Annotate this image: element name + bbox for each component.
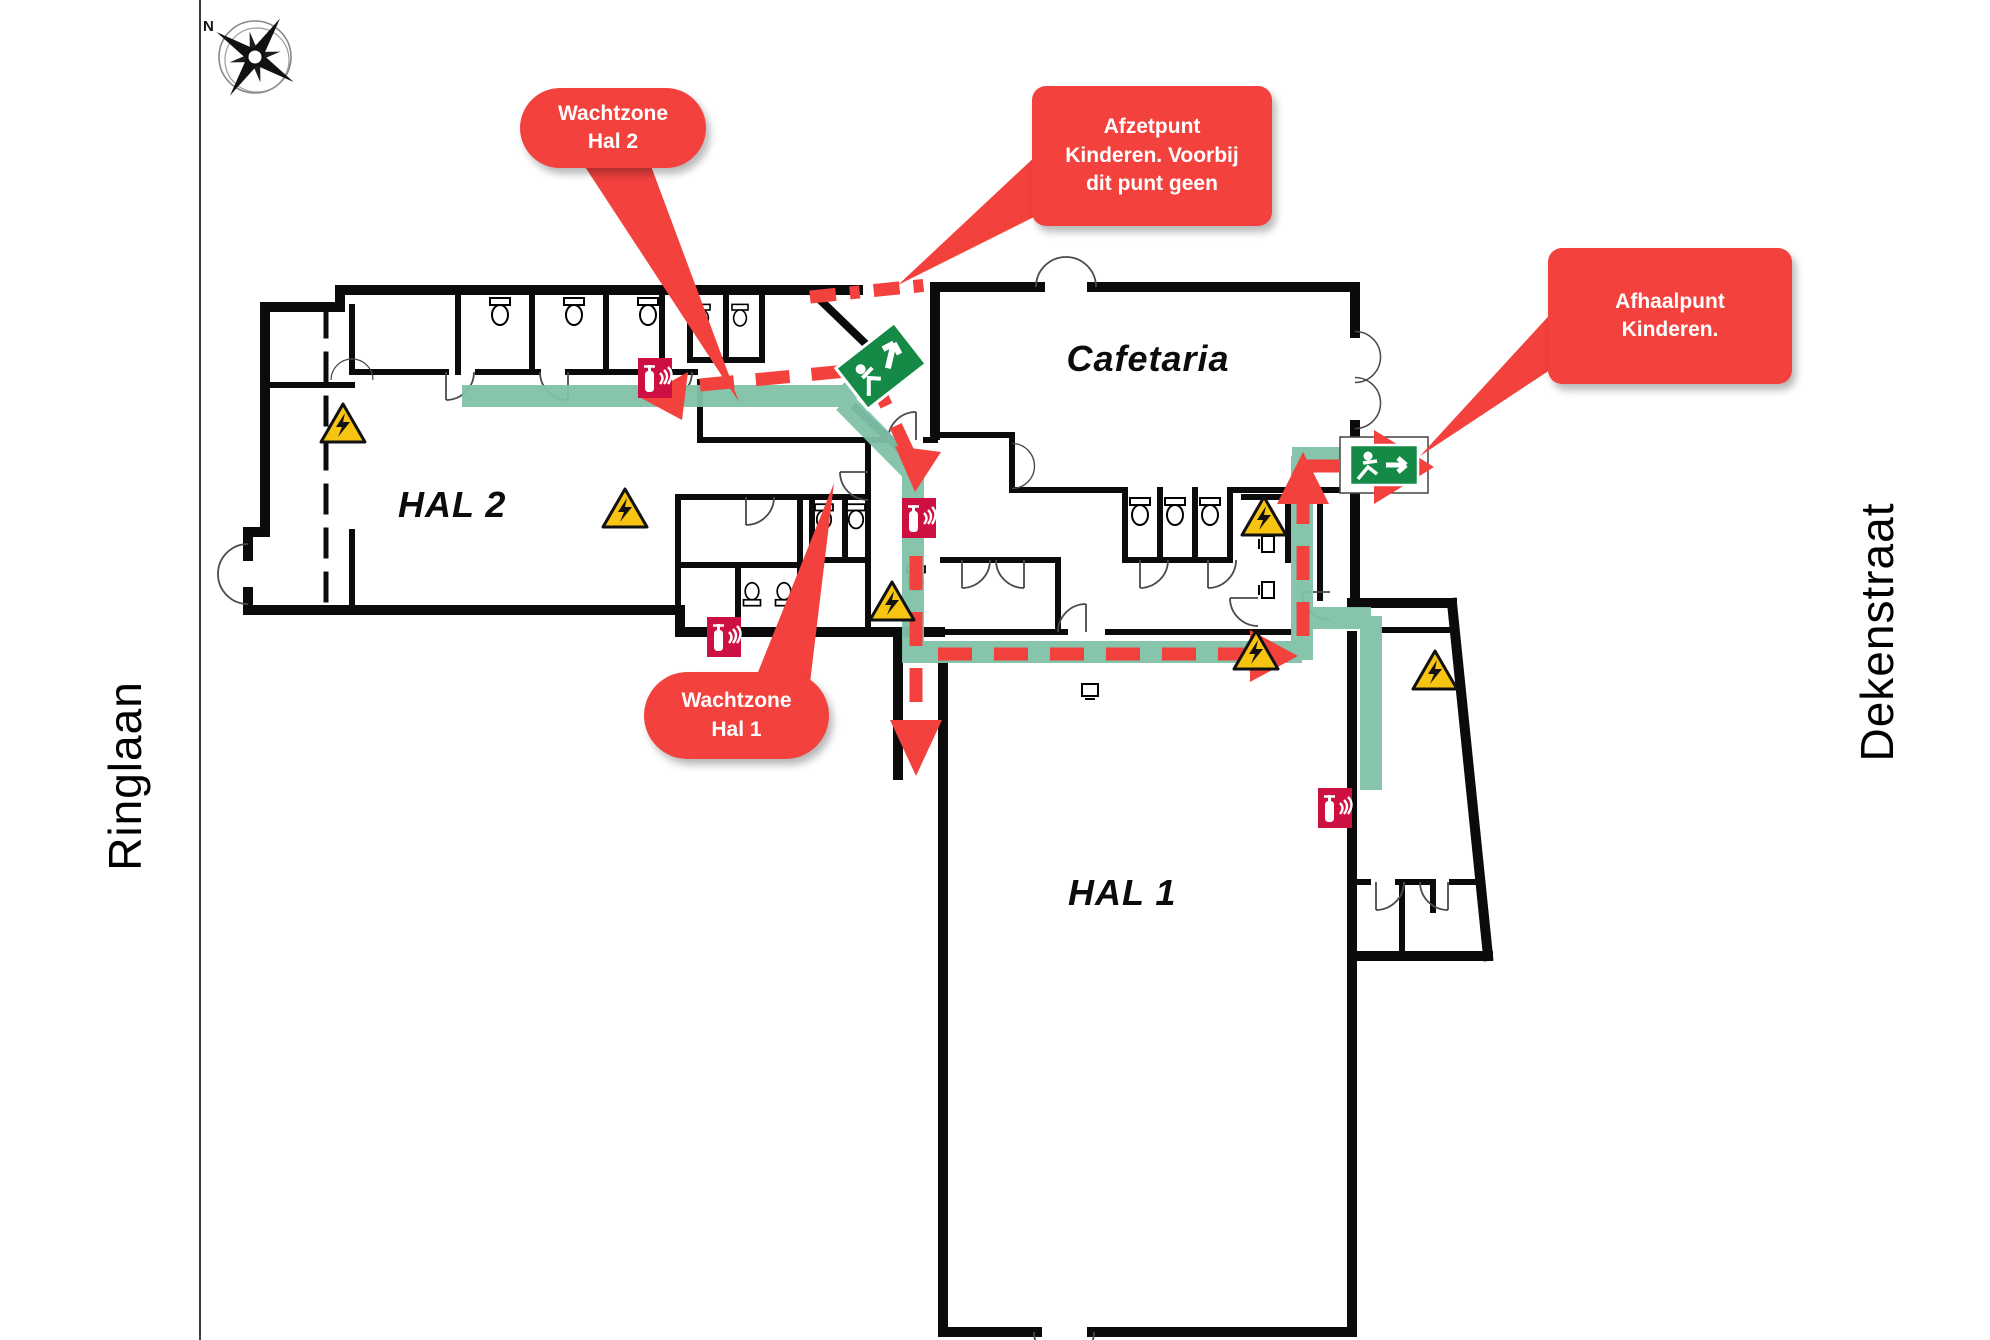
street-label-dekenstraat: Dekenstraat bbox=[1851, 502, 1903, 762]
fire-extinguisher-icon bbox=[636, 356, 674, 400]
fire-extinguisher-icon bbox=[1316, 786, 1354, 830]
room-label-cafetaria: Cafetaria bbox=[1066, 338, 1230, 379]
street-label-ringlaan: Ringlaan bbox=[99, 681, 151, 871]
electrical-hazard-icon bbox=[601, 487, 649, 529]
afzetpunt-boundary-line bbox=[809, 278, 929, 304]
afhaalpunt-tail bbox=[1420, 308, 1556, 456]
afzetpunt-tail bbox=[898, 152, 1040, 285]
wachtzone-hal1-tail bbox=[746, 483, 834, 716]
fire-extinguisher-icon bbox=[900, 496, 938, 540]
callout-afhaalpunt-kinderen: Afhaalpunt Kinderen. bbox=[1548, 248, 1792, 384]
floorplan-walls bbox=[243, 282, 1494, 1337]
callout-wachtzone-hal1: Wachtzone Hal 1 bbox=[644, 672, 829, 759]
callout-wachtzone-hal2: Wachtzone Hal 2 bbox=[520, 88, 706, 168]
compass-north-label: N bbox=[203, 18, 214, 35]
wachtzone-hal2-tail bbox=[574, 150, 739, 402]
exit-sign-1 bbox=[833, 320, 929, 412]
room-label-hal1: HAL 1 bbox=[1068, 872, 1177, 913]
fire-extinguisher-icon bbox=[705, 615, 743, 659]
room-label-hal2: HAL 2 bbox=[398, 484, 507, 525]
callout-afzetpunt-kinderen: Afzetpunt Kinderen. Voorbij dit punt gee… bbox=[1032, 86, 1272, 226]
callout-tails bbox=[574, 150, 1556, 716]
electrical-hazard-icon bbox=[1411, 649, 1459, 691]
door-swings bbox=[217, 256, 1449, 1340]
compass-rose-icon bbox=[216, 18, 294, 96]
page-left-border bbox=[199, 0, 201, 1340]
exit-sign-2 bbox=[1348, 443, 1420, 487]
